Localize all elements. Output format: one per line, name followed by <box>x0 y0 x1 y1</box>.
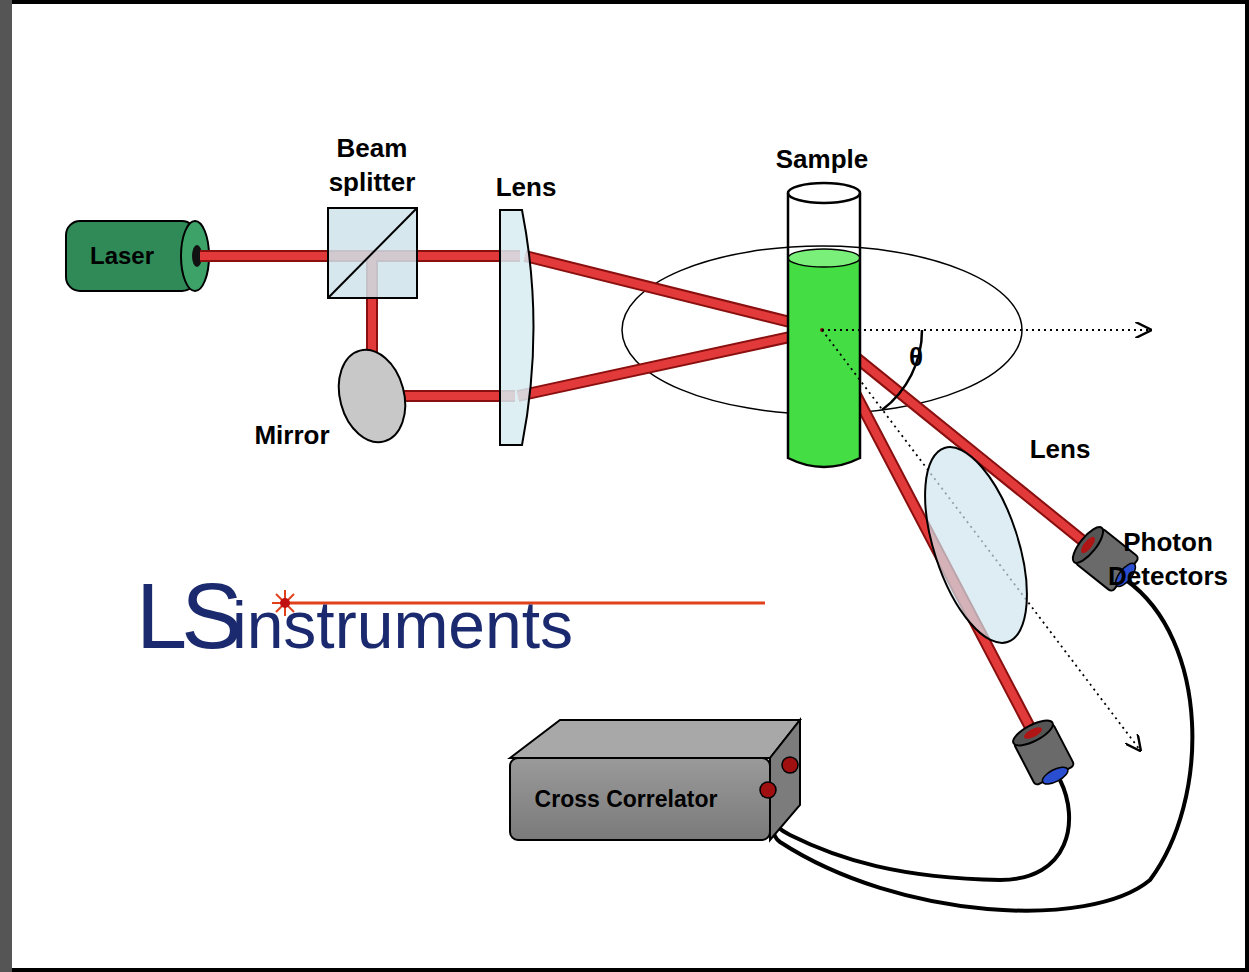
laser-beams <box>200 256 1088 733</box>
laser-body <box>66 221 209 291</box>
logo-text: instruments <box>232 592 573 658</box>
node-text: Cross Correlator <box>535 786 718 814</box>
frame-edge <box>0 0 12 972</box>
sample-cuvette <box>788 183 860 467</box>
collection-lens <box>905 435 1048 655</box>
part-label: θ <box>908 341 925 375</box>
laser-node: Laser <box>72 226 172 286</box>
photon-detector <box>1010 716 1078 791</box>
correlator-node: Cross Correlator <box>506 765 746 835</box>
part-label: Sample <box>775 143 870 177</box>
part-label: Beam splitter <box>307 132 437 200</box>
correlator-box <box>510 720 800 840</box>
part-label: Lens <box>495 171 558 205</box>
node-text: Laser <box>90 242 154 271</box>
part-label: Photon Detectors <box>1093 526 1243 594</box>
part-label: Mirror <box>253 419 331 453</box>
part-label: Lens <box>1029 433 1092 467</box>
logo-text: LS <box>136 570 237 662</box>
detector-cables <box>768 580 1192 911</box>
detection-axis <box>822 330 1140 750</box>
mirror <box>329 342 415 449</box>
focusing-lens <box>500 210 534 445</box>
beam-splitter <box>328 208 417 298</box>
beam-axis <box>822 329 1150 331</box>
